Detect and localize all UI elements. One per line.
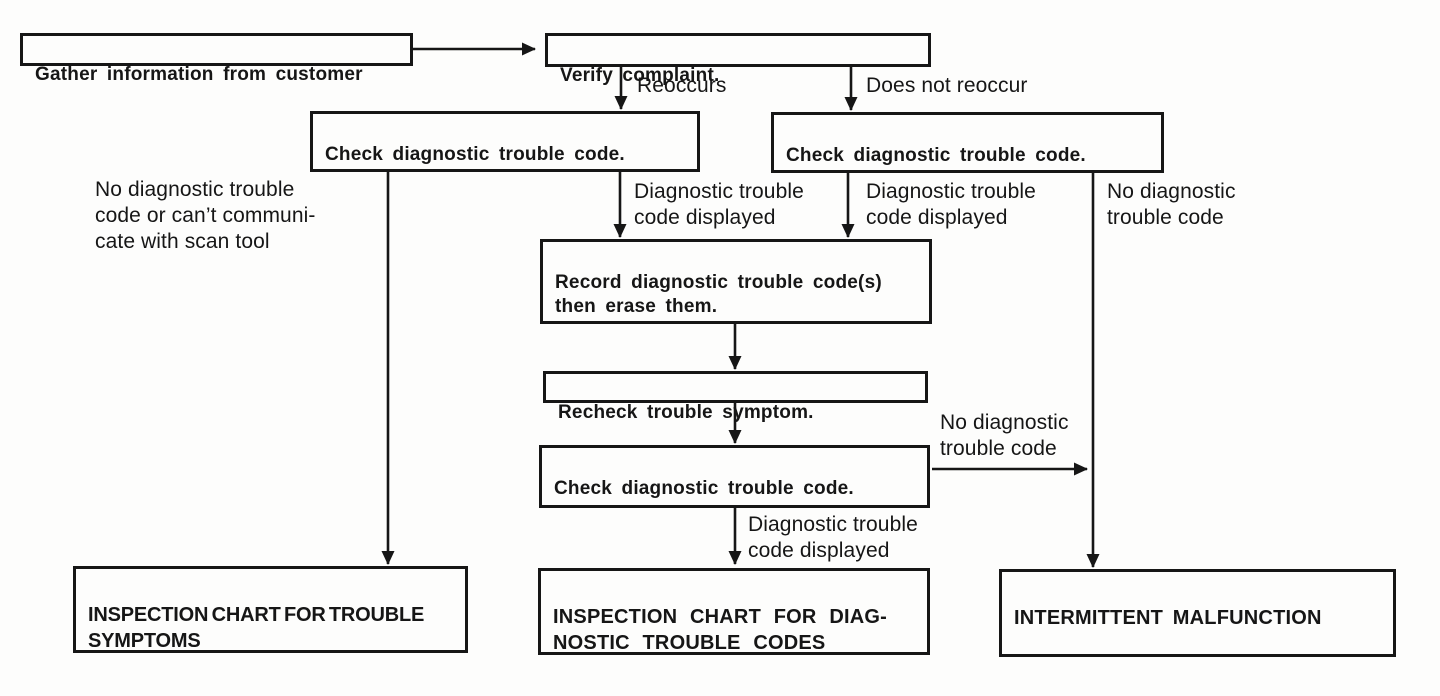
node-label: Gather information from customer: [35, 64, 363, 85]
node-label: Check diagnostic trouble code.: [325, 144, 625, 165]
node-check-dtc-again: Check diagnostic trouble code.: [539, 445, 930, 508]
edge-label-does-not-reoccur: Does not reoccur: [866, 74, 1028, 97]
node-inspection-chart-dtc: INSPECTION CHART FOR DIAG- NOSTIC TROUBL…: [538, 568, 930, 655]
edge-label-no-dtc-cant-communicate: No diagnostic trouble code or can’t comm…: [95, 178, 316, 253]
node-label: Check diagnostic trouble code.: [786, 145, 1086, 166]
node-record-and-erase: Record diagnostic trouble code(s) then e…: [540, 239, 932, 324]
edge-label-dtc-displayed-right: Diagnostic trouble code displayed: [866, 180, 1036, 229]
node-label: Check diagnostic trouble code.: [554, 478, 854, 499]
node-label: Record diagnostic trouble code(s) then e…: [555, 272, 882, 317]
node-label: INTERMITTENT MALFUNCTION: [1014, 607, 1322, 629]
node-recheck-symptom: Recheck trouble symptom.: [543, 371, 928, 423]
edge-label-dtc-displayed-bottom: Diagnostic trouble code displayed: [748, 513, 918, 562]
node-intermittent-malfunction: INTERMITTENT MALFUNCTION: [999, 569, 1396, 657]
edge-label-dtc-displayed-left: Diagnostic trouble code displayed: [634, 180, 804, 229]
edge-label-reoccurs: Reoccurs: [637, 74, 727, 97]
node-verify-complaint: Verify complaint.: [545, 33, 931, 86]
node-label: INSPECTION CHART FOR TROUBLE SYMPTOMS: [88, 604, 425, 652]
node-label: Recheck trouble symptom.: [558, 402, 814, 423]
node-label: INSPECTION CHART FOR DIAG- NOSTIC TROUBL…: [553, 606, 887, 654]
node-check-dtc-right: Check diagnostic trouble code.: [771, 112, 1164, 173]
edge-label-no-dtc-right: No diagnostic trouble code: [1107, 180, 1236, 229]
edge-label-no-dtc-after-recheck: No diagnostic trouble code: [940, 411, 1069, 460]
node-inspection-chart-trouble-symptoms: INSPECTION CHART FOR TROUBLE SYMPTOMS: [73, 566, 468, 653]
node-gather-information: Gather information from customer: [20, 33, 413, 85]
node-check-dtc-left: Check diagnostic trouble code.: [310, 111, 700, 172]
node-label: Verify complaint.: [560, 65, 720, 86]
